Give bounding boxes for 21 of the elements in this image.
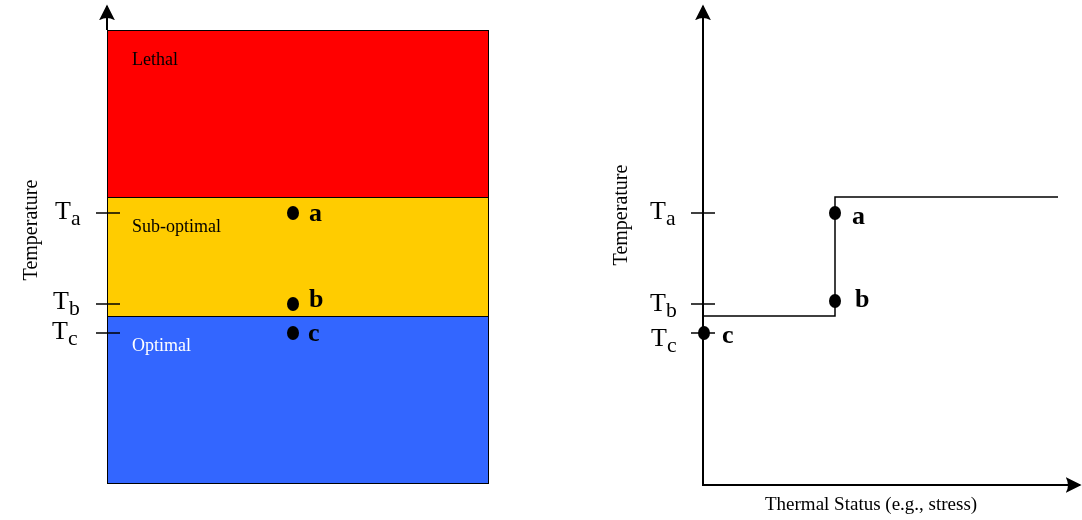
tick-label: T$_{c}$ <box>651 325 677 357</box>
tick-label: T$_{c}$ <box>52 318 78 350</box>
point-label: b <box>855 286 870 312</box>
point-label: a <box>852 203 865 229</box>
zone-label: Sub-optimal <box>132 216 221 237</box>
axis-title: Temperature <box>610 164 630 266</box>
tick-label: T$_{a}$ <box>55 198 81 230</box>
point-label: c <box>722 322 734 348</box>
zone-band <box>107 30 489 198</box>
point-label: a <box>309 200 322 226</box>
zone-band <box>107 316 489 484</box>
point-label: c <box>308 320 320 346</box>
axis-title: Temperature <box>20 179 40 281</box>
point-label: b <box>309 286 324 312</box>
zone-label: Lethal <box>132 49 178 70</box>
zone-band <box>107 197 489 317</box>
tick-label: T$_{b}$ <box>650 290 677 322</box>
axis-label: Thermal Status (e.g., stress) <box>765 494 978 513</box>
tick-label: T$_{b}$ <box>53 288 80 320</box>
zone-label: Optimal <box>132 335 191 356</box>
tick-label: T$_{a}$ <box>650 198 676 230</box>
